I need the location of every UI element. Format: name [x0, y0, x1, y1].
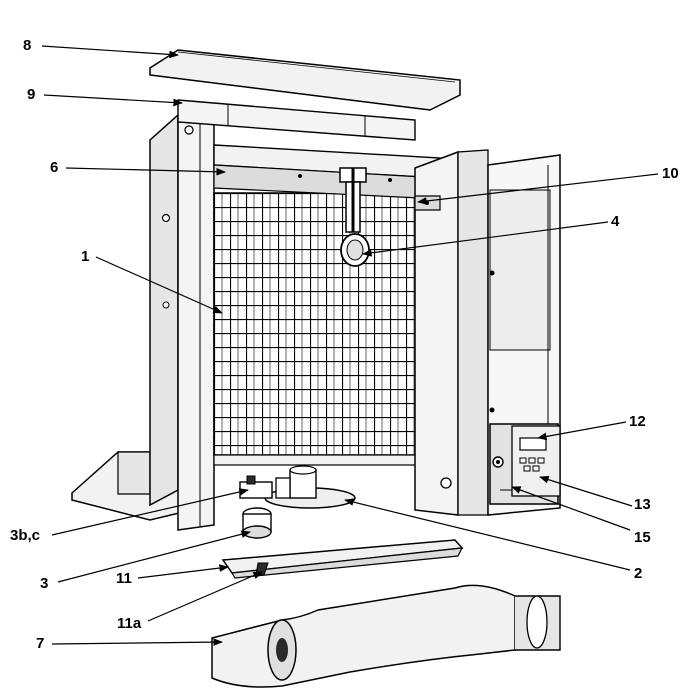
bin-housing	[211, 584, 561, 688]
callout-4: 4	[611, 213, 620, 230]
bracket	[414, 195, 441, 211]
callout-11: 11	[116, 570, 132, 587]
evaporator-grid	[213, 192, 420, 466]
callout-1: 1	[81, 248, 90, 265]
rear-panel	[177, 99, 416, 141]
callout-6: 6	[50, 159, 59, 176]
callout-9: 9	[27, 86, 36, 103]
callout-3: 3	[40, 575, 49, 592]
left-side-panel	[149, 107, 215, 531]
sensor-assembly	[339, 167, 370, 267]
callout-2: 2	[634, 565, 643, 582]
pump-assembly	[239, 465, 356, 539]
callout-15: 15	[634, 529, 651, 546]
leader-lines	[41, 45, 659, 646]
water-trough	[221, 539, 464, 579]
callout-11a: 11a	[117, 615, 142, 632]
callout-8: 8	[23, 37, 32, 54]
callout-3b-c: 3b,c	[10, 527, 41, 544]
callout-12: 12	[629, 413, 646, 430]
top-cover	[149, 49, 461, 111]
top-rail	[213, 144, 442, 199]
callout-7: 7	[36, 635, 45, 652]
callout-13: 13	[634, 496, 651, 513]
callout-10: 10	[662, 165, 679, 182]
